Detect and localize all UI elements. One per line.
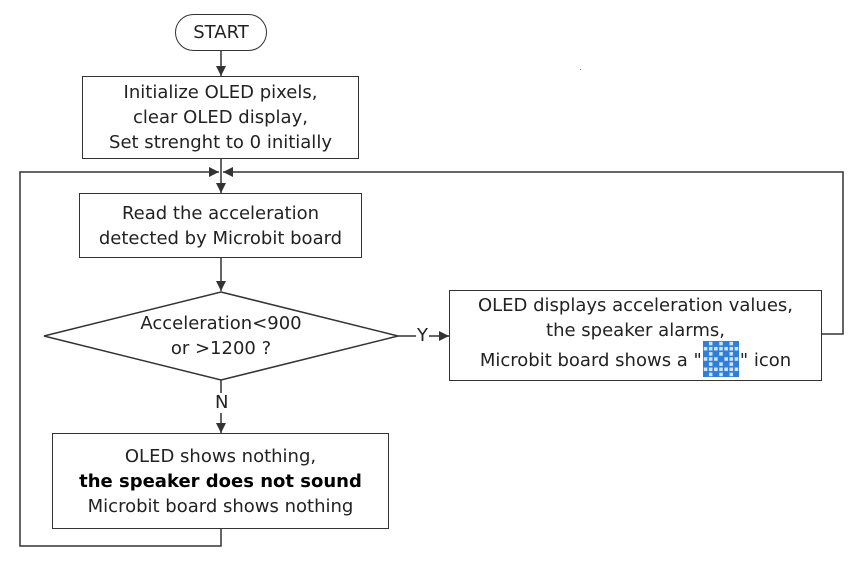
- led-pixel: [734, 356, 739, 361]
- led-pixel: [729, 346, 733, 350]
- yes-line-3-before: Microbit board shows a ": [479, 349, 702, 371]
- led-pixel: [729, 341, 733, 345]
- led-pixel: [708, 341, 713, 345]
- led-pixel: [708, 372, 713, 376]
- led-pixel: [729, 372, 733, 376]
- led-pixel: [719, 372, 723, 376]
- led-pixel: [719, 351, 723, 356]
- start-terminal: START: [175, 14, 267, 51]
- yes-line-1: OLED displays acceleration values,: [477, 294, 794, 316]
- led-icon-background: [702, 340, 739, 377]
- led-pixel: [729, 367, 733, 371]
- led-pixel: [734, 367, 739, 371]
- no-line-2: the speaker does not sound: [79, 470, 362, 492]
- led-pixel: [713, 346, 718, 350]
- no-edge-label: N: [214, 392, 230, 413]
- led-pixel: [719, 361, 723, 366]
- stray-dot: [580, 69, 581, 70]
- init-line-3: Set strenght to 0 initially: [109, 132, 332, 153]
- decision-text: Acceleration<900 or >1200 ?: [106, 310, 336, 362]
- led-pixel: [724, 346, 728, 350]
- read-process-box: Read the acceleration detected by Microb…: [79, 193, 362, 258]
- led-pixel: [719, 367, 723, 371]
- led-pixel: [708, 346, 713, 350]
- led-pixel: [729, 361, 733, 366]
- led-pixel: [708, 351, 713, 356]
- led-pixel: [713, 356, 718, 361]
- led-pixel: [719, 341, 723, 345]
- init-process-box: Initialize OLED pixels, clear OLED displ…: [82, 76, 359, 159]
- init-line-1: Initialize OLED pixels,: [123, 82, 318, 103]
- read-line-1: Read the acceleration: [121, 202, 320, 224]
- start-label: START: [193, 22, 249, 43]
- no-line-1: OLED shows nothing,: [124, 445, 317, 467]
- edge-no-loop-back: [19, 167, 222, 547]
- led-pixel: [713, 367, 718, 371]
- led-pixel: [708, 367, 713, 371]
- led-pixel: [703, 346, 708, 350]
- yes-line-3-after: " icon: [739, 349, 792, 371]
- read-line-2: detected by Microbit board: [98, 227, 343, 249]
- decision-line-1: Acceleration<900: [140, 313, 302, 334]
- yes-edge-label: Y: [416, 325, 429, 346]
- led-pixel: [729, 351, 733, 356]
- init-line-2: clear OLED display,: [133, 107, 308, 128]
- led-pixel: [724, 367, 728, 371]
- yes-line-2: the speaker alarms,: [546, 319, 725, 341]
- decision-line-2: or >1200 ?: [170, 338, 272, 359]
- led-pixel: [724, 356, 728, 361]
- no-process-box: OLED shows nothing, the speaker does not…: [52, 433, 389, 529]
- yes-process-box: OLED displays acceleration values, the s…: [449, 290, 822, 381]
- led-pixel: [734, 346, 739, 350]
- yes-line-3: Microbit board shows a " " icon: [479, 340, 792, 379]
- edge-yes-loop-back: [223, 167, 844, 335]
- led-pixel: [708, 361, 713, 366]
- led-pixel: [703, 356, 708, 361]
- no-line-3: Microbit board shows nothing: [87, 495, 354, 517]
- led-pixel: [703, 367, 708, 371]
- led-pixel: [708, 356, 713, 361]
- led-pixel: [719, 346, 723, 350]
- led-pixel: [729, 356, 733, 361]
- microbit-led-pattern-icon: [702, 340, 739, 377]
